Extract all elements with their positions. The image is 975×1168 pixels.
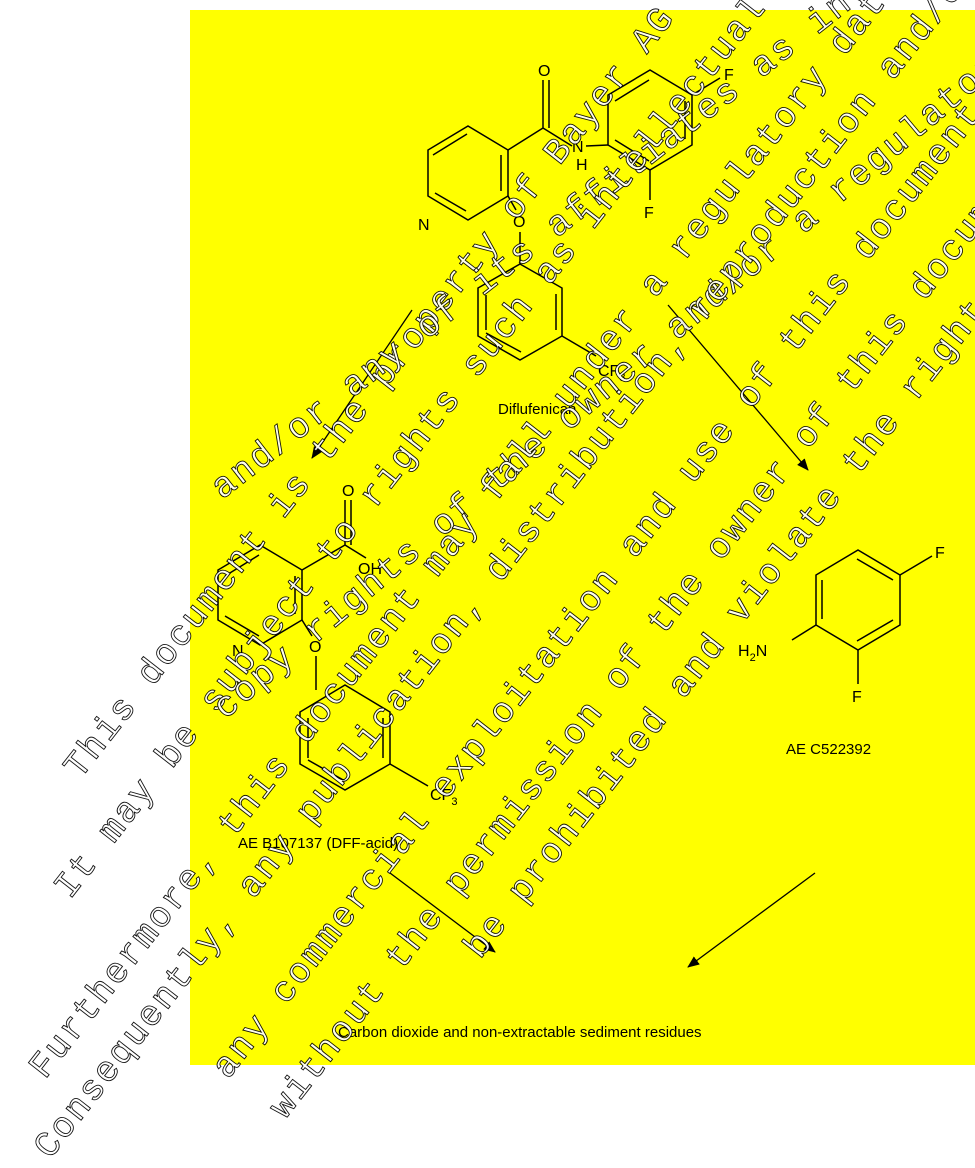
diflufenican-nh-ring-bond — [585, 144, 609, 147]
atom-n: N — [418, 217, 430, 234]
atom-f: F — [852, 689, 862, 706]
atom-o: O — [342, 483, 354, 500]
molecule-dff-acid — [217, 500, 429, 791]
dff-acid-ether-bonds — [301, 619, 317, 690]
molecule-aniline — [791, 549, 933, 684]
dff-acid-pyridine-double-bonds — [224, 554, 296, 637]
label-diflufenican: Diflufenican — [498, 401, 576, 418]
atom-cf3: CF3 — [598, 363, 625, 384]
atom-o: O — [309, 639, 321, 656]
diflufenican-cf3-phenyl-ring — [477, 263, 563, 361]
label-dff-acid: AE B107137 (DFF-acid) — [238, 835, 398, 852]
diflufenican-difluorophenyl-double-bonds — [614, 79, 686, 162]
yellow-background — [190, 10, 975, 1065]
atom-o: O — [538, 63, 550, 80]
label-end-product: Carbon dioxide and non-extractable sedim… — [338, 1024, 702, 1041]
atom-h: H — [576, 157, 588, 174]
aniline-atom-labels: F H2N F — [738, 545, 945, 706]
atom-n: N — [232, 643, 244, 660]
diflufenican-cf3-bond — [561, 335, 597, 357]
atom-oh: OH — [358, 561, 382, 578]
dff-acid-cf3-phenyl-double-bonds — [307, 718, 384, 782]
arrow-dff-acid-to-residues — [389, 872, 496, 953]
atom-cf3: CF3 — [430, 787, 457, 808]
dff-acid-carboxyl-bonds — [301, 500, 367, 571]
dff-acid-cf3-phenyl-ring — [299, 684, 391, 791]
molecule-diflufenican — [427, 69, 721, 361]
aniline-substituent-bonds — [791, 555, 933, 684]
atom-f: F — [724, 67, 734, 84]
arrow-diflufenican-to-dff-acid — [311, 309, 413, 459]
atom-f: F — [935, 545, 945, 562]
reaction-arrows — [311, 304, 816, 968]
arrow-aniline-to-residues — [687, 872, 816, 968]
atom-o: O — [513, 214, 525, 231]
arrow-diflufenican-to-aniline — [667, 304, 809, 471]
atom-n: N — [572, 139, 584, 156]
atom-nh2: H2N — [738, 643, 767, 664]
diflufenican-pyridine-double-bonds — [432, 133, 502, 212]
diflufenican-atom-labels: O N H F F N O CF3 — [418, 63, 734, 384]
diflufenican-amide-bonds — [507, 80, 573, 151]
diflufenican-cf3-phenyl-double-bonds — [485, 294, 557, 353]
dff-acid-atom-labels: O OH N O CF3 — [232, 483, 457, 808]
atom-f: F — [644, 205, 654, 222]
label-ae-c522392: AE C522392 — [786, 741, 871, 758]
diflufenican-f-bonds — [649, 77, 721, 200]
dff-acid-cf3-bond — [389, 763, 429, 787]
diflufenican-ether-bonds — [507, 195, 521, 264]
aniline-double-bonds — [821, 558, 894, 642]
